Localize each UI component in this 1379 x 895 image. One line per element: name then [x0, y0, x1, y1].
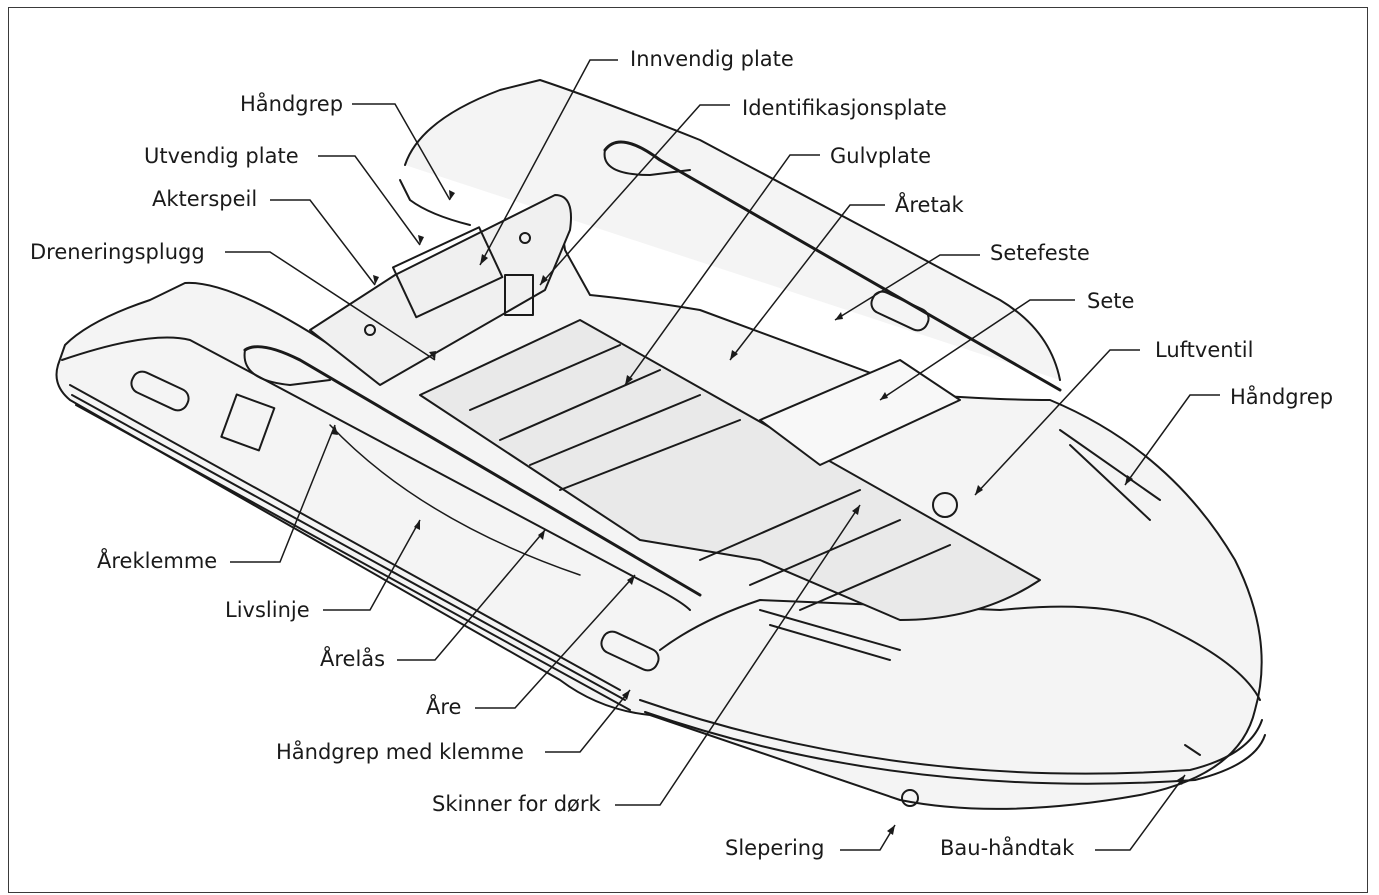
label-akterspeil: Akterspeil [152, 187, 258, 211]
label-identifikasjonsplate: Identifikasjonsplate [742, 96, 947, 120]
label-handgrep-right: Håndgrep [1230, 385, 1334, 409]
leader-lines [225, 59, 1220, 851]
seat [759, 359, 961, 466]
label-setefeste: Setefeste [990, 241, 1090, 265]
label-arelas: Årelås [320, 647, 386, 671]
label-handgrep-med-klemme: Håndgrep med klemme [276, 740, 524, 764]
label-handgrep-top: Håndgrep [240, 92, 344, 116]
label-dreneringsplugg: Dreneringsplugg [30, 240, 205, 264]
label-areklemme: Åreklemme [97, 549, 218, 573]
label-skinner-for-dork: Skinner for dørk [432, 792, 601, 816]
label-luftventil: Luftventil [1155, 338, 1254, 362]
oar-left [243, 345, 702, 597]
floor [419, 319, 1041, 621]
label-aretak: Åretak [895, 193, 964, 217]
label-utvendig-plate: Utvendig plate [144, 144, 299, 168]
bow [659, 599, 1261, 701]
left-tube [61, 336, 691, 611]
label-are: Åre [426, 695, 462, 719]
transom [309, 194, 572, 386]
lifeline [329, 424, 581, 576]
label-sete: Sete [1087, 289, 1135, 313]
right-tube [404, 79, 1061, 381]
label-livslinje: Livslinje [225, 598, 310, 622]
label-innvendig-plate: Innvendig plate [630, 47, 794, 71]
label-slepering: Slepering [725, 836, 825, 860]
label-gulvplate: Gulvplate [830, 144, 932, 168]
label-bau-handtak: Bau-håndtak [940, 836, 1075, 860]
oar-right [603, 140, 1062, 392]
leader-arrows [331, 190, 1185, 835]
